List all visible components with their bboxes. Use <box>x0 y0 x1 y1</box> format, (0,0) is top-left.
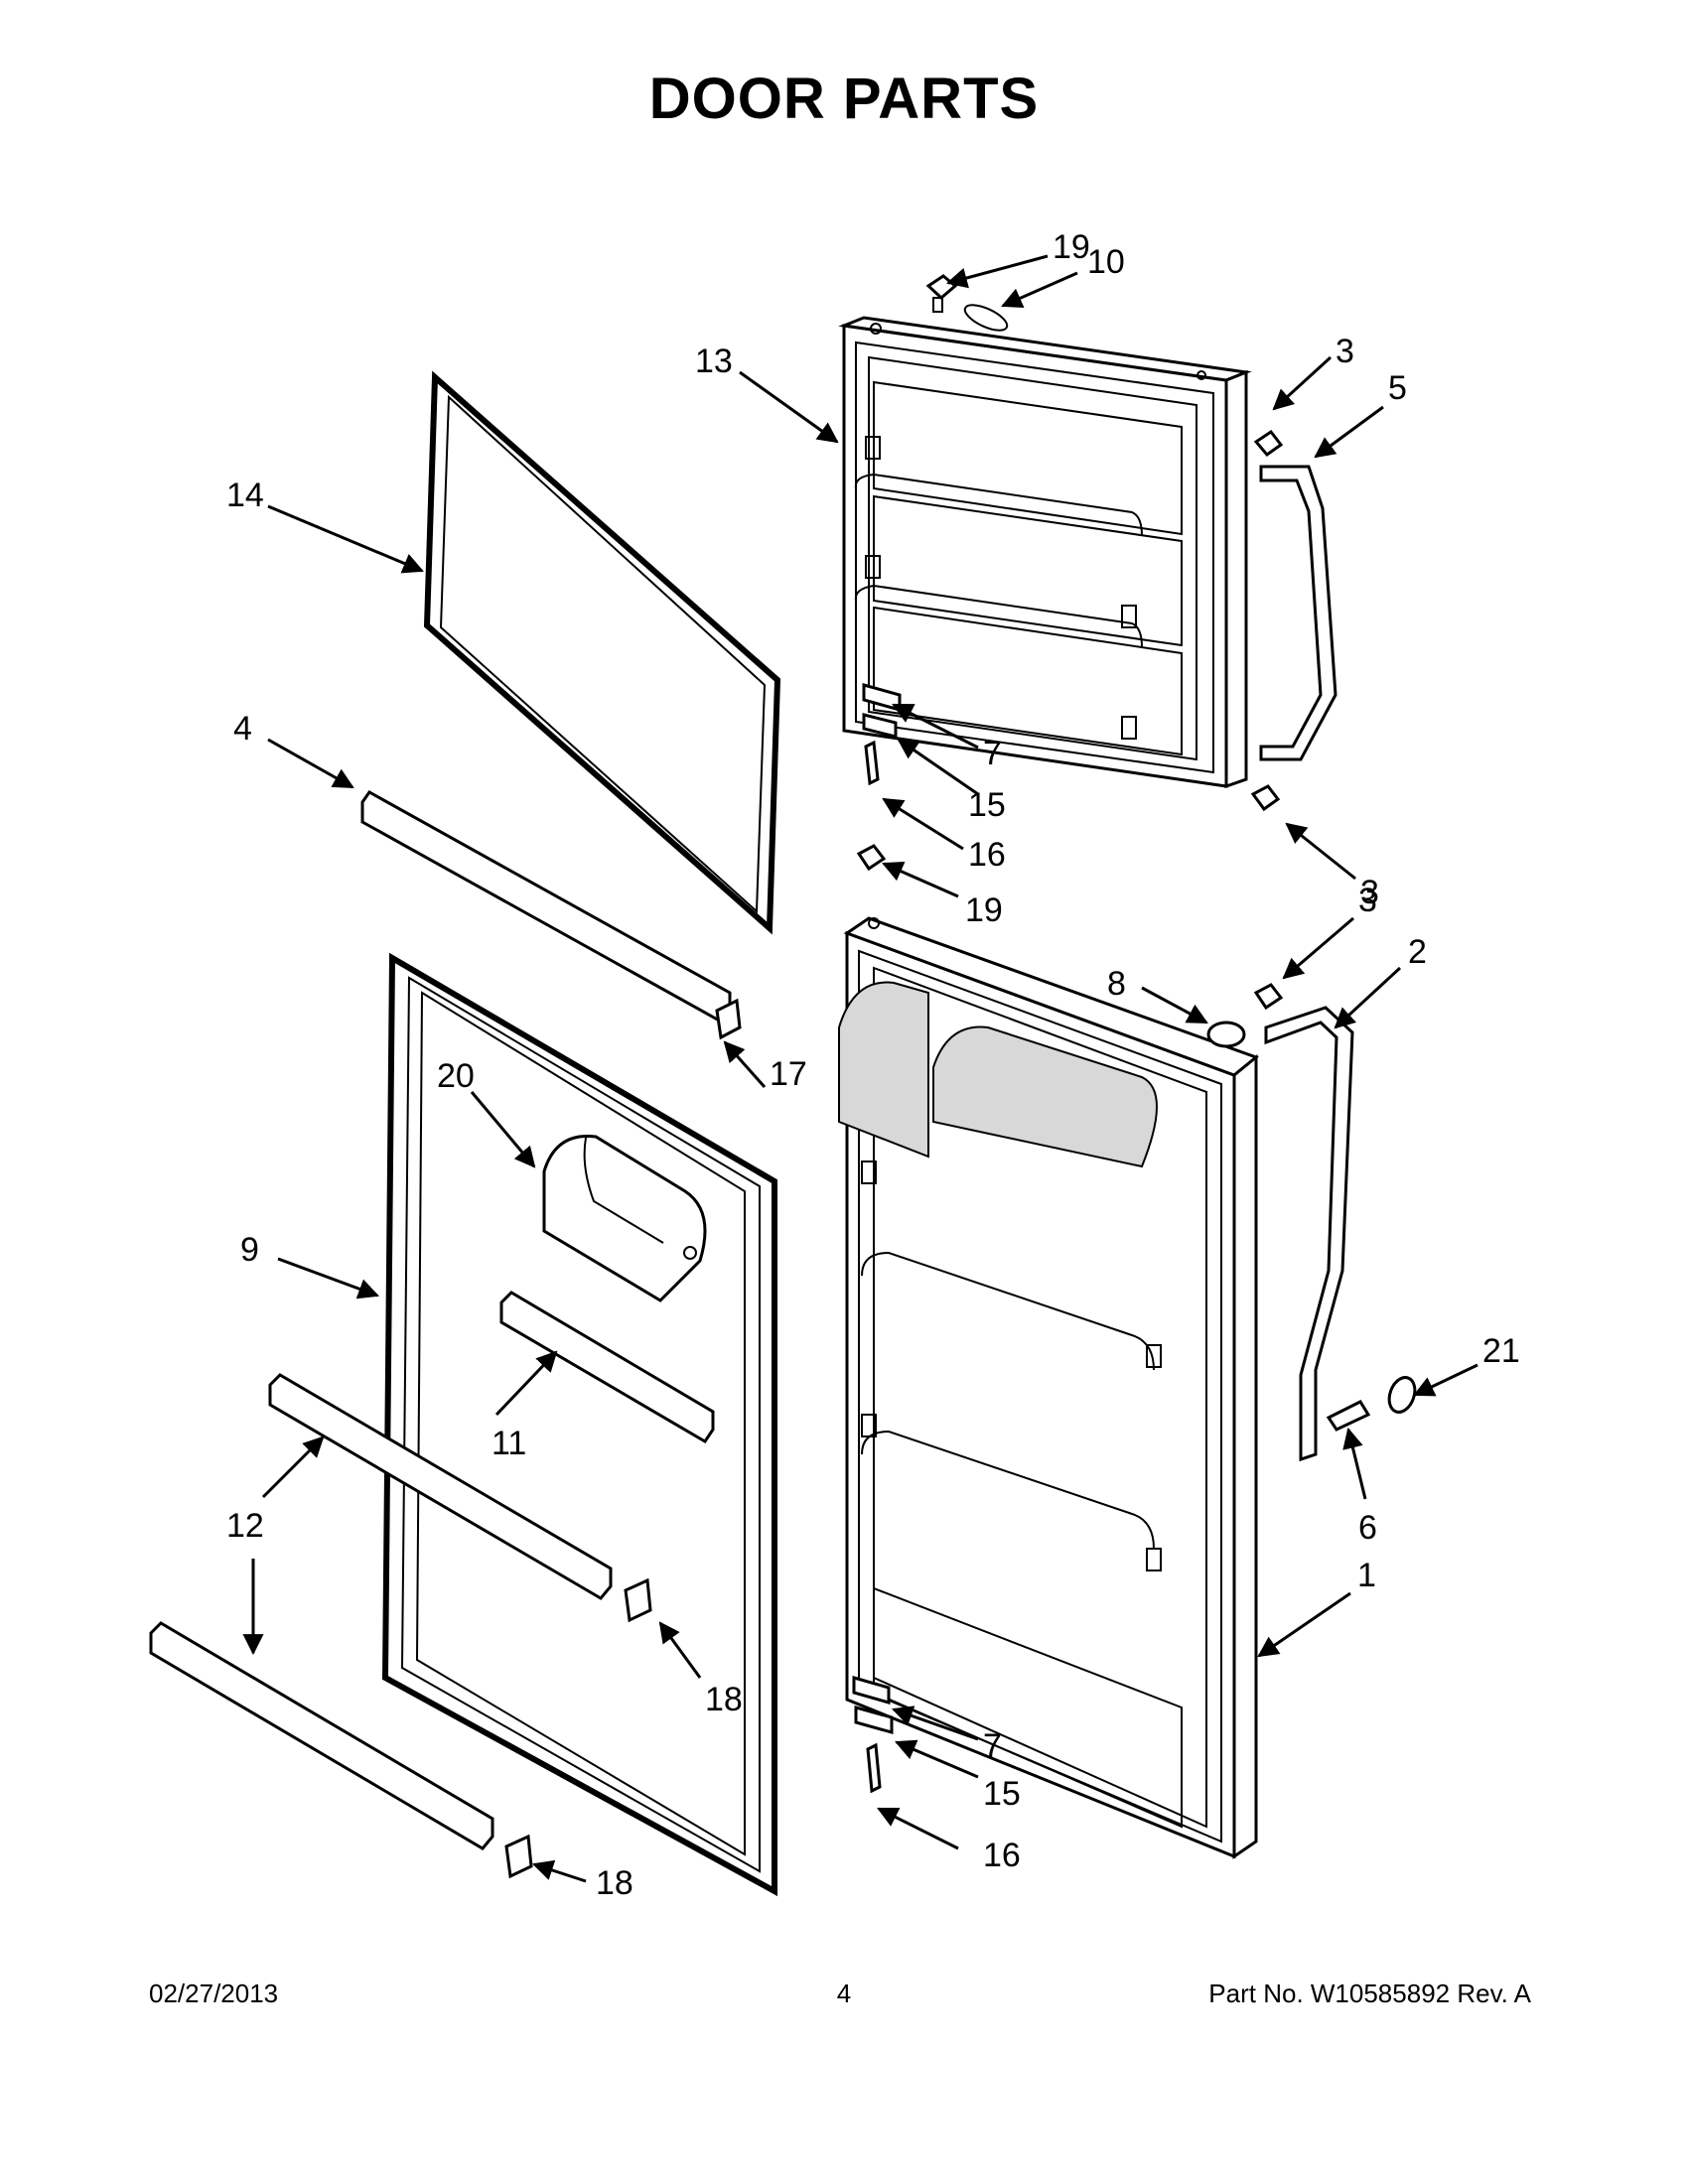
footer-date: 02/27/2013 <box>149 1979 279 2008</box>
callout-13: 13 <box>695 342 733 380</box>
callout-10: 10 <box>1087 243 1125 281</box>
callout-16: 16 <box>968 836 1006 874</box>
callout-12: 12 <box>226 1507 264 1545</box>
fresh-food-gasket <box>381 952 777 1897</box>
hardware <box>852 274 1417 1794</box>
footer-page-number: 4 <box>836 1979 852 2008</box>
callout-20: 20 <box>437 1057 475 1095</box>
freezer-door <box>838 316 1252 789</box>
callout-19: 19 <box>1053 228 1090 266</box>
end-caps <box>504 998 742 1879</box>
callout-labels: 19 10 13 3 5 14 4 7 15 16 19 3 3 2 8 17 … <box>226 228 1520 1902</box>
callout-6: 6 <box>1358 1509 1377 1547</box>
callout-21: 21 <box>1482 1332 1520 1370</box>
callout-17: 17 <box>770 1055 807 1093</box>
callout-2: 2 <box>1408 933 1427 971</box>
fresh-food-door <box>838 916 1260 1859</box>
freezer-gasket <box>423 370 781 935</box>
callout-8: 8 <box>1107 965 1126 1003</box>
callout-14: 14 <box>226 477 264 514</box>
callout-18: 18 <box>705 1681 743 1718</box>
freezer-handle <box>1259 465 1337 761</box>
callout-3: 3 <box>1360 874 1379 911</box>
fresh-food-handle <box>1264 1006 1354 1462</box>
callout-7: 7 <box>983 735 1002 772</box>
page-title: DOOR PARTS <box>648 67 1040 131</box>
callout-16: 16 <box>983 1837 1021 1874</box>
footer-part-number: Part No. W10585892 Rev. A <box>1208 1979 1531 2008</box>
callout-15: 15 <box>968 786 1006 824</box>
callout-7: 7 <box>983 1727 1002 1765</box>
callout-4: 4 <box>233 710 252 748</box>
callout-3: 3 <box>1358 882 1377 919</box>
callout-9: 9 <box>240 1231 259 1269</box>
callout-18: 18 <box>596 1864 633 1902</box>
callout-19: 19 <box>965 891 1003 929</box>
leader-lines <box>242 254 1478 1883</box>
door-bin <box>542 1134 707 1302</box>
callout-5: 5 <box>1388 369 1407 407</box>
callout-3: 3 <box>1336 333 1354 370</box>
callout-1: 1 <box>1357 1557 1376 1594</box>
callout-15: 15 <box>983 1775 1021 1813</box>
callout-11: 11 <box>492 1425 526 1462</box>
trim-strips <box>149 790 732 1850</box>
